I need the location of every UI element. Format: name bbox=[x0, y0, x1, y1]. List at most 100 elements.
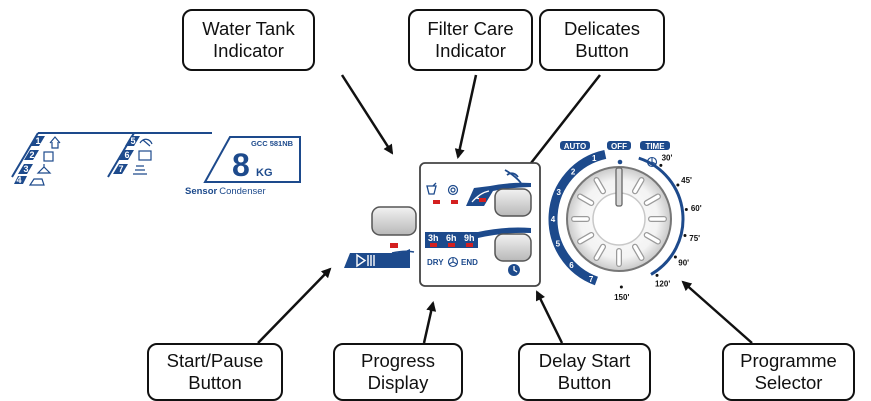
callout-delicates-button: Delicates Button bbox=[539, 9, 665, 71]
water-tank-led bbox=[433, 200, 440, 204]
programme-number-1: 1 bbox=[35, 136, 40, 146]
start-pause-control bbox=[344, 206, 417, 268]
callout-progress-display: Progress Display bbox=[333, 343, 463, 401]
capacity-unit: KG bbox=[256, 167, 273, 179]
delay-3h-label: 3h bbox=[428, 233, 439, 243]
arrow-delay-start bbox=[535, 290, 564, 344]
fan-icon bbox=[447, 256, 459, 268]
dial-auto-number-3: 3 bbox=[556, 188, 561, 197]
clock-icon bbox=[508, 264, 520, 276]
water-tank-icon bbox=[426, 182, 437, 195]
model-number: GCC 581NB bbox=[251, 139, 294, 148]
off-dot bbox=[617, 159, 623, 165]
dial-auto-number-6: 6 bbox=[569, 261, 574, 270]
dial-time-tick-6 bbox=[655, 273, 659, 277]
callout-programme-selector: Programme Selector bbox=[722, 343, 855, 401]
programme-number-3: 3 bbox=[23, 164, 28, 174]
callout-line-2: Selector bbox=[754, 372, 823, 393]
arrow-delicates bbox=[522, 74, 601, 174]
indicator-panel-frame bbox=[419, 162, 541, 287]
dial-grip-ridge bbox=[594, 178, 605, 194]
dial-grip-ridge bbox=[633, 178, 644, 194]
delay-9h-label: 9h bbox=[464, 233, 475, 243]
dial-grip-ridge bbox=[594, 244, 605, 260]
callout-line-1: Delicates bbox=[563, 18, 641, 39]
feather-icon bbox=[504, 169, 522, 184]
callout-start-pause-button: Start/Pause Button bbox=[147, 343, 283, 401]
stage-dry-label: DRY bbox=[427, 258, 444, 267]
dial-grip-ridge bbox=[644, 233, 660, 244]
callout-line-2: Indicator bbox=[213, 40, 284, 61]
dial-time-label-2: 45' bbox=[681, 176, 692, 185]
callout-line-2: Indicator bbox=[435, 40, 506, 61]
dial-grip-ridge bbox=[578, 194, 594, 205]
delay-start-button[interactable] bbox=[494, 233, 532, 262]
arrow-filter-care bbox=[454, 74, 478, 159]
delicates-led bbox=[479, 198, 486, 202]
programme-number-4: 4 bbox=[16, 175, 21, 185]
arrow-programme-selector bbox=[681, 280, 753, 344]
programme-number-7: 7 bbox=[118, 164, 123, 174]
dial-time-tick-3 bbox=[684, 208, 688, 212]
arrow-progress-display bbox=[422, 301, 437, 344]
off-tab bbox=[607, 141, 631, 150]
dial-time-tick-7 bbox=[619, 285, 623, 289]
start-pause-led bbox=[390, 243, 398, 248]
filter-care-led bbox=[451, 200, 458, 204]
delicates-button[interactable] bbox=[494, 188, 532, 217]
callout-line-2: Button bbox=[557, 372, 612, 393]
callout-line-1: Delay Start bbox=[538, 350, 631, 371]
wool-icon bbox=[139, 138, 153, 147]
filter-icon bbox=[447, 184, 459, 196]
dial-time-label-3: 60' bbox=[691, 204, 702, 213]
indicator-panel: 3h 6h 9h DRY END bbox=[419, 162, 541, 287]
callout-arrows bbox=[257, 74, 753, 344]
start-pause-button[interactable] bbox=[371, 206, 417, 236]
callout-line-1: Programme bbox=[740, 350, 837, 371]
programme-number-5: 5 bbox=[130, 136, 135, 146]
start-pause-swoosh bbox=[391, 250, 415, 254]
stage-end-label: END bbox=[461, 258, 478, 267]
dial-fan-icon bbox=[646, 156, 658, 168]
time-label: TIME bbox=[645, 142, 665, 151]
delay-6h-led bbox=[448, 243, 455, 247]
callout-line-1: Progress bbox=[360, 350, 436, 371]
capacity-box bbox=[203, 136, 301, 183]
callout-line-2: Button bbox=[188, 372, 242, 393]
auto-label: AUTO bbox=[564, 142, 587, 151]
dial-time-tick-4 bbox=[683, 233, 687, 237]
delay-6h-label: 6h bbox=[446, 233, 457, 243]
wardrobe-icon bbox=[49, 136, 61, 149]
dial-pointer bbox=[615, 167, 623, 207]
programme-number-2: 2 bbox=[29, 150, 34, 160]
dial-time-tick-5 bbox=[673, 255, 677, 259]
delay-9h-led bbox=[466, 243, 473, 247]
delay-bar bbox=[425, 227, 531, 248]
arrow-start-pause bbox=[257, 267, 332, 344]
callout-filter-care-indicator: Filter Care Indicator bbox=[408, 9, 533, 71]
iron-icon bbox=[28, 178, 45, 186]
callout-line-1: Filter Care bbox=[427, 18, 514, 39]
dial-time-label-1: 30' bbox=[662, 154, 673, 163]
dial-grip-ridge bbox=[633, 244, 644, 260]
off-label: OFF bbox=[611, 142, 627, 151]
play-pause-icon bbox=[356, 253, 375, 268]
dial-time-tick-1 bbox=[659, 163, 663, 167]
dial-time-label-5: 90' bbox=[678, 259, 689, 268]
auto-tab bbox=[560, 141, 590, 150]
capacity-number: 8 bbox=[232, 147, 250, 183]
callout-water-tank-indicator: Water Tank Indicator bbox=[182, 9, 315, 71]
dial-auto-number-4: 4 bbox=[551, 215, 556, 224]
dial-auto-number-1: 1 bbox=[592, 154, 597, 163]
dial-time-label-6: 120' bbox=[655, 280, 670, 289]
callout-delay-start-button: Delay Start Button bbox=[518, 343, 651, 401]
hanger-icon bbox=[36, 164, 52, 174]
callout-line-2: Display bbox=[367, 372, 429, 393]
towel-icon bbox=[133, 165, 147, 175]
programme-number-6: 6 bbox=[124, 150, 129, 160]
dial-auto-arc bbox=[548, 150, 607, 286]
dial-time-label-4: 75' bbox=[689, 234, 700, 243]
